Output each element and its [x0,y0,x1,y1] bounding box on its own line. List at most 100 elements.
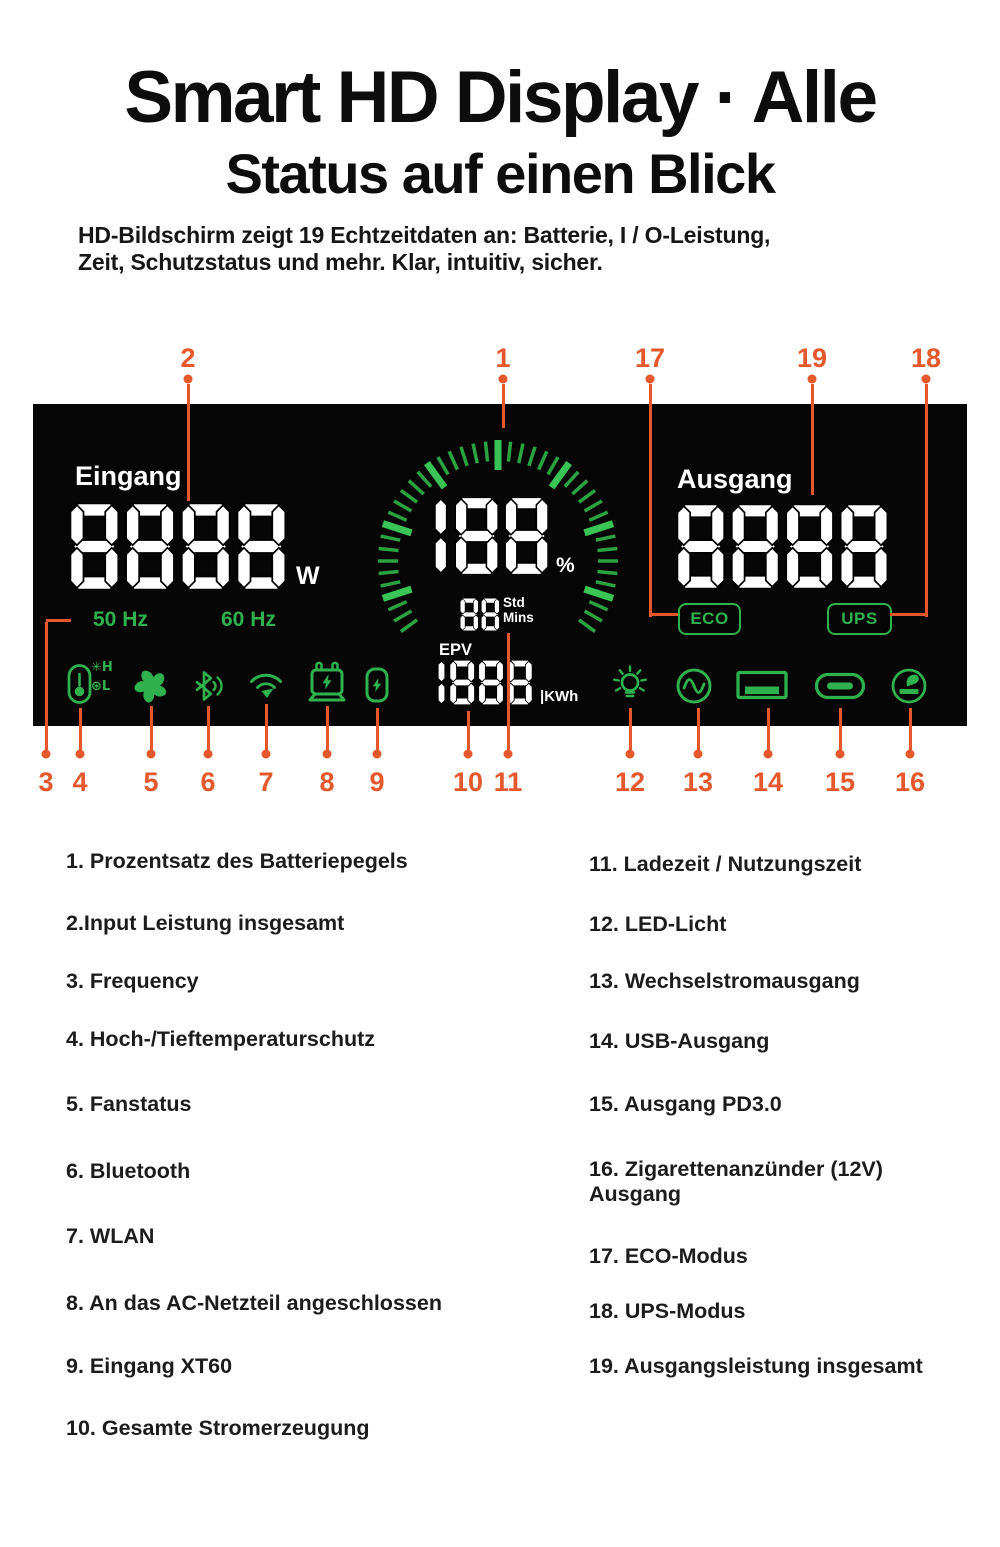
temperature-protection-icon [67,664,92,704]
legend-item: 4. Hoch-/Tieftemperaturschutz [66,1027,376,1051]
car-socket-output-icon [891,668,927,704]
callout-line [628,708,632,752]
usb-a-output-icon [736,670,788,700]
callout-number: 7 [258,767,274,797]
callout-line [908,708,912,752]
callout-line [46,618,71,622]
callout-number: 6 [200,767,216,797]
callout-dot [503,749,513,758]
callout-number: 1 [495,343,511,373]
hd-display-panel: Eingang W 50 Hz 60 Hz ✳H ⊛L % Std Mins E… [33,404,967,726]
legend-item: 14. USB-Ausgang [589,1029,770,1053]
callout-number: 8 [319,767,335,797]
callout-line [149,706,153,752]
legend-item: 8. An das AC-Netzteil angeschlossen [66,1291,442,1315]
legend-item: 18. UPS-Modus [589,1299,746,1323]
output-power-display [676,503,889,594]
legend-item: 7. WLAN [66,1224,155,1248]
callout-dot [763,749,773,758]
temp-high-label: ✳H [91,660,113,675]
eco-mode-badge: ECO [678,603,741,635]
callout-dot [372,749,382,758]
callout-number: 3 [38,767,54,797]
time-mins-unit: Mins [503,610,534,625]
callout-dot [835,749,845,758]
xt60-input-icon [365,667,389,703]
callout-dot [693,749,703,758]
page-subtitle-line1: HD-Bildschirm zeigt 19 Echtzeitdaten an:… [78,222,771,248]
page-subtitle-line2: Zeit, Schutzstatus und mehr. Klar, intui… [78,249,603,275]
callout-dot [625,749,635,758]
callout-line [650,613,678,616]
callout-number: 16 [894,767,926,797]
callout-line [78,708,82,752]
epv-unit-label: |KWh [540,688,579,705]
callout-line [810,384,814,495]
legend-item: 5. Fanstatus [66,1092,192,1116]
callout-line [186,384,190,501]
callout-line [44,621,48,752]
output-section-label: Ausgang [677,464,793,494]
callout-number: 14 [752,767,784,797]
callout-line [696,708,700,752]
callout-line [890,613,926,616]
wlan-icon [250,673,282,698]
epv-display [437,659,533,710]
callout-number: 15 [824,767,856,797]
input-section-label: Eingang [75,461,182,491]
callout-line [466,711,470,752]
callout-dot [183,374,193,384]
callout-number: 17 [634,343,666,373]
legend-item: 11. Ladezeit / Nutzungszeit [589,852,862,876]
legend-item: 1. Prozentsatz des Batteriepegels [66,849,408,873]
legend-item: 19. Ausgangsleistung insgesamt [589,1354,923,1378]
callout-line [325,706,329,752]
ups-mode-badge: UPS [827,603,892,635]
ac-adapter-icon [308,661,346,702]
callout-line [506,633,510,752]
legend-item: 13. Wechselstromausgang [589,969,860,993]
epv-label: EPV [439,641,473,659]
callout-dot [905,749,915,758]
temp-low-label: ⊛L [91,679,111,694]
callout-dot [645,374,655,384]
callout-line [648,384,652,617]
callout-dot [203,749,213,758]
ac-output-icon [676,668,712,704]
callout-line [766,708,770,752]
legend-item: 3. Frequency [66,969,199,993]
callout-number: 10 [452,767,484,797]
ups-badge-label: UPS [841,609,878,628]
callout-line [838,708,842,752]
led-light-icon [613,665,647,698]
callout-line [264,704,268,752]
page-title-line2: Status auf einen Blick [225,142,776,205]
callout-line [924,384,928,617]
callout-dot [463,749,473,758]
usb-c-pd-output-icon [814,672,866,700]
callout-number: 9 [369,767,385,797]
input-unit-label: W [296,562,320,590]
callout-number: 4 [72,767,88,797]
callout-dot [921,374,931,384]
fan-icon [134,670,167,703]
page-title-line1: Smart HD Display · Alle [124,57,878,138]
callout-dot [498,374,508,384]
time-display [459,597,500,636]
battery-gauge [368,426,628,691]
time-hours-unit: Std [503,595,525,610]
callout-dot [322,749,332,758]
callout-number: 13 [682,767,714,797]
battery-percent-display [433,496,549,580]
callout-dot [41,749,51,758]
callout-line [206,706,210,752]
legend-item: 9. Eingang XT60 [66,1354,233,1378]
callout-dot [807,374,817,384]
callout-line [375,708,379,752]
legend-item: 6. Bluetooth [66,1159,191,1183]
bluetooth-icon [195,671,223,701]
legend-item: 17. ECO-Modus [589,1244,748,1268]
callout-dot [261,749,271,758]
frequency-50hz-label: 50 Hz [93,608,148,631]
legend-item: 2.Input Leistung insgesamt [66,911,345,935]
